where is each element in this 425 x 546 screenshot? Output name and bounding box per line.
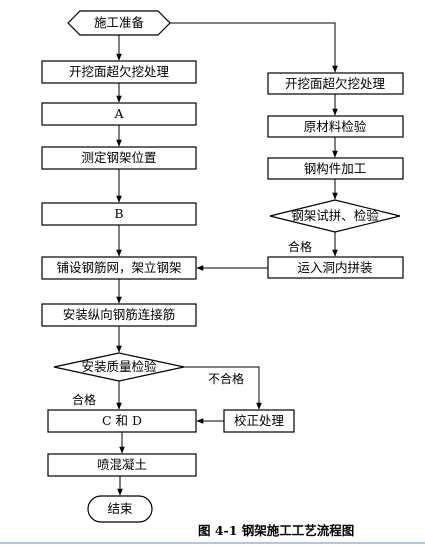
- node-fabricate: 钢构件加工: [267, 157, 404, 180]
- node-shotcrete-label: 喷混凝土: [97, 457, 147, 472]
- node-quality: 安装质量检验: [53, 352, 185, 382]
- node-end: 结束: [87, 495, 153, 523]
- node-b: B: [41, 202, 197, 226]
- node-a-label: A: [113, 106, 124, 121]
- node-rebar-label: 安装纵向钢筋连接筋: [63, 307, 176, 322]
- node-end-label: 结束: [107, 501, 133, 516]
- node-trial: 钢架试拼、检验: [269, 199, 401, 233]
- node-mesh-label: 铺设钢筋网，架立钢架: [56, 260, 181, 275]
- node-start: 施工准备: [67, 10, 171, 36]
- node-fabricate-label: 钢构件加工: [304, 161, 367, 176]
- edge-label-pass-left: 合格: [72, 392, 96, 407]
- node-a: A: [41, 102, 197, 126]
- figure-caption: 图 4-1 钢架施工工艺流程图: [198, 523, 354, 538]
- node-shotcrete: 喷混凝土: [47, 453, 197, 477]
- node-excavate-right-label: 开挖面超欠挖处理: [285, 76, 386, 91]
- node-rebar: 安装纵向钢筋连接筋: [41, 303, 197, 327]
- edge-label-pass-right: 合格: [288, 239, 312, 254]
- node-excavate-left-label: 开挖面超欠挖处理: [69, 64, 170, 79]
- node-cd-label: C 和 D: [102, 413, 142, 428]
- node-transport-label: 运入洞内拼装: [297, 260, 372, 275]
- node-trial-label: 钢架试拼、检验: [291, 208, 379, 223]
- node-excavate-right: 开挖面超欠挖处理: [267, 72, 404, 95]
- node-measure-label: 测定钢架位置: [81, 150, 156, 165]
- node-start-label: 施工准备: [94, 15, 145, 30]
- node-correct: 校正处理: [223, 409, 295, 433]
- edge-label-fail: 不合格: [208, 371, 244, 386]
- node-measure: 测定钢架位置: [41, 146, 197, 170]
- node-correct-label: 校正处理: [234, 413, 285, 428]
- node-transport: 运入洞内拼装: [267, 256, 404, 279]
- node-b-label: B: [114, 206, 123, 221]
- node-cd: C 和 D: [47, 409, 197, 433]
- node-mesh: 铺设钢筋网，架立钢架: [41, 256, 197, 280]
- edge-start-excavate-right: [170, 22, 338, 73]
- node-quality-label: 安装质量检验: [81, 359, 157, 374]
- node-material: 原材料检验: [267, 115, 404, 138]
- edge-quality-correct: [184, 366, 262, 410]
- node-material-label: 原材料检验: [304, 119, 367, 134]
- node-excavate-left: 开挖面超欠挖处理: [41, 60, 197, 84]
